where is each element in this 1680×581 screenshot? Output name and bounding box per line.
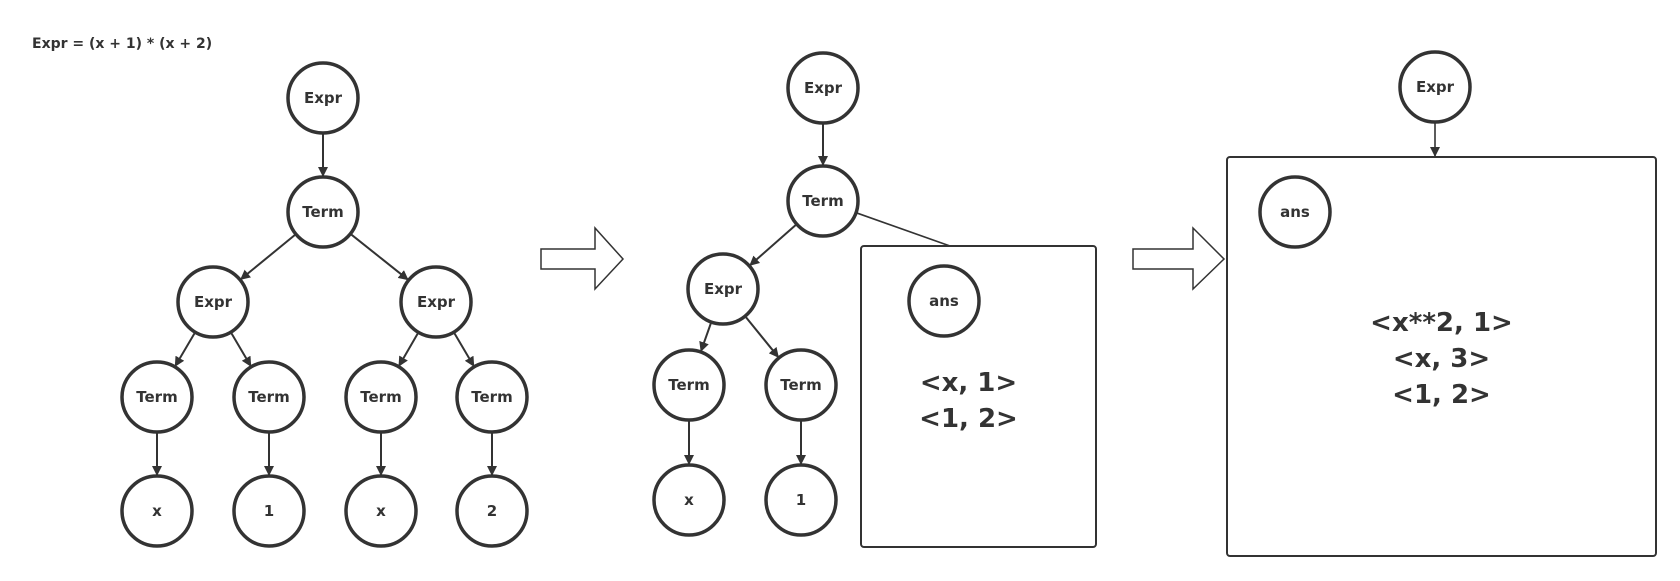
- node-circle: [764, 348, 838, 422]
- tree-node-2: 2: [455, 474, 529, 548]
- node-label: Expr: [804, 79, 843, 97]
- node-circle: [344, 360, 418, 434]
- tree-node-x: x: [652, 463, 726, 537]
- node-circle: [232, 360, 306, 434]
- pair-entry: <1, 2>: [919, 404, 1018, 434]
- node-label: Expr: [704, 280, 743, 298]
- tree-node-expr: Expr: [686, 252, 760, 326]
- tree-node-expr: Expr: [286, 61, 360, 135]
- node-label: x: [684, 491, 694, 509]
- tree-edge: [240, 233, 297, 280]
- ans-node-circle: [907, 264, 981, 338]
- node-circle: [786, 164, 860, 238]
- node-circle: [786, 51, 860, 125]
- right-arrow-icon: [540, 226, 625, 291]
- node-circle: [764, 463, 838, 537]
- node-label: 2: [487, 502, 497, 520]
- node-label: Term: [802, 192, 843, 210]
- node-label: Term: [668, 376, 709, 394]
- node-circle: [1398, 50, 1472, 124]
- pair-entry: <x**2, 1>: [1370, 308, 1513, 338]
- node-label: Expr: [194, 293, 233, 311]
- ans-box: ans <x, 1> <1, 2>: [860, 245, 1097, 548]
- node-circle: [652, 463, 726, 537]
- tree-edge: [229, 331, 252, 367]
- node-label: Expr: [417, 293, 456, 311]
- node-label: Term: [360, 388, 401, 406]
- tree-edge: [398, 331, 420, 367]
- tree-node-expr: Expr: [399, 265, 473, 339]
- tree-node-1: 1: [232, 474, 306, 548]
- node-circle: [120, 360, 194, 434]
- node-circle: [286, 61, 360, 135]
- node-circle: [652, 348, 726, 422]
- node-circle: [120, 474, 194, 548]
- node-label: x: [376, 502, 386, 520]
- pair-entry: <x, 3>: [1393, 344, 1490, 374]
- tree-node-expr: Expr: [786, 51, 860, 125]
- node-label: x: [152, 502, 162, 520]
- tree-node-term: Term: [455, 360, 529, 434]
- ans-node-circle: [1258, 175, 1332, 249]
- tree-node-term: Term: [344, 360, 418, 434]
- pair-entry: <x, 1>: [920, 368, 1017, 398]
- node-circle: [455, 360, 529, 434]
- node-label: Term: [136, 388, 177, 406]
- node-label: Expr: [304, 89, 343, 107]
- pair-entry: <1, 2>: [1392, 380, 1491, 410]
- node-label: 1: [796, 491, 806, 509]
- node-label: Term: [780, 376, 821, 394]
- tree-node-x: x: [344, 474, 418, 548]
- tree-node-term: Term: [232, 360, 306, 434]
- node-circle: [399, 265, 473, 339]
- node-label: Expr: [1416, 78, 1455, 96]
- node-circle: [176, 265, 250, 339]
- tree-node-expr: Expr: [176, 265, 250, 339]
- ans-node-label: ans: [929, 292, 959, 310]
- tree-edge: [349, 233, 409, 281]
- tree-node-term: Term: [764, 348, 838, 422]
- tree-edge: [744, 315, 780, 358]
- right-arrow-icon: [1132, 226, 1226, 291]
- tree-node-x: x: [120, 474, 194, 548]
- ans-node-label: ans: [1280, 203, 1310, 221]
- tree-node-term: Term: [786, 164, 860, 238]
- tree-node-term: Term: [286, 175, 360, 249]
- tree-node-1: 1: [764, 463, 838, 537]
- tree-node-expr: Expr: [1398, 50, 1472, 124]
- ans-box-frame: [1226, 156, 1657, 557]
- tree-edge: [749, 223, 798, 266]
- node-circle: [286, 175, 360, 249]
- expression-title: Expr = (x + 1) * (x + 2): [32, 36, 213, 52]
- node-circle: [455, 474, 529, 548]
- node-circle: [232, 474, 306, 548]
- node-label: Term: [302, 203, 343, 221]
- ans-box: ans <x**2, 1> <x, 3> <1, 2>: [1226, 156, 1657, 557]
- node-label: 1: [264, 502, 274, 520]
- tree-edge: [174, 331, 197, 367]
- node-circle: [344, 474, 418, 548]
- tree-edge: [452, 331, 475, 367]
- tree-node-term: Term: [652, 348, 726, 422]
- tree-edge-to-ans: [855, 211, 951, 247]
- node-circle: [686, 252, 760, 326]
- tree-edge: [699, 321, 713, 353]
- node-label: Term: [471, 388, 512, 406]
- node-label: Term: [248, 388, 289, 406]
- tree-node-term: Term: [120, 360, 194, 434]
